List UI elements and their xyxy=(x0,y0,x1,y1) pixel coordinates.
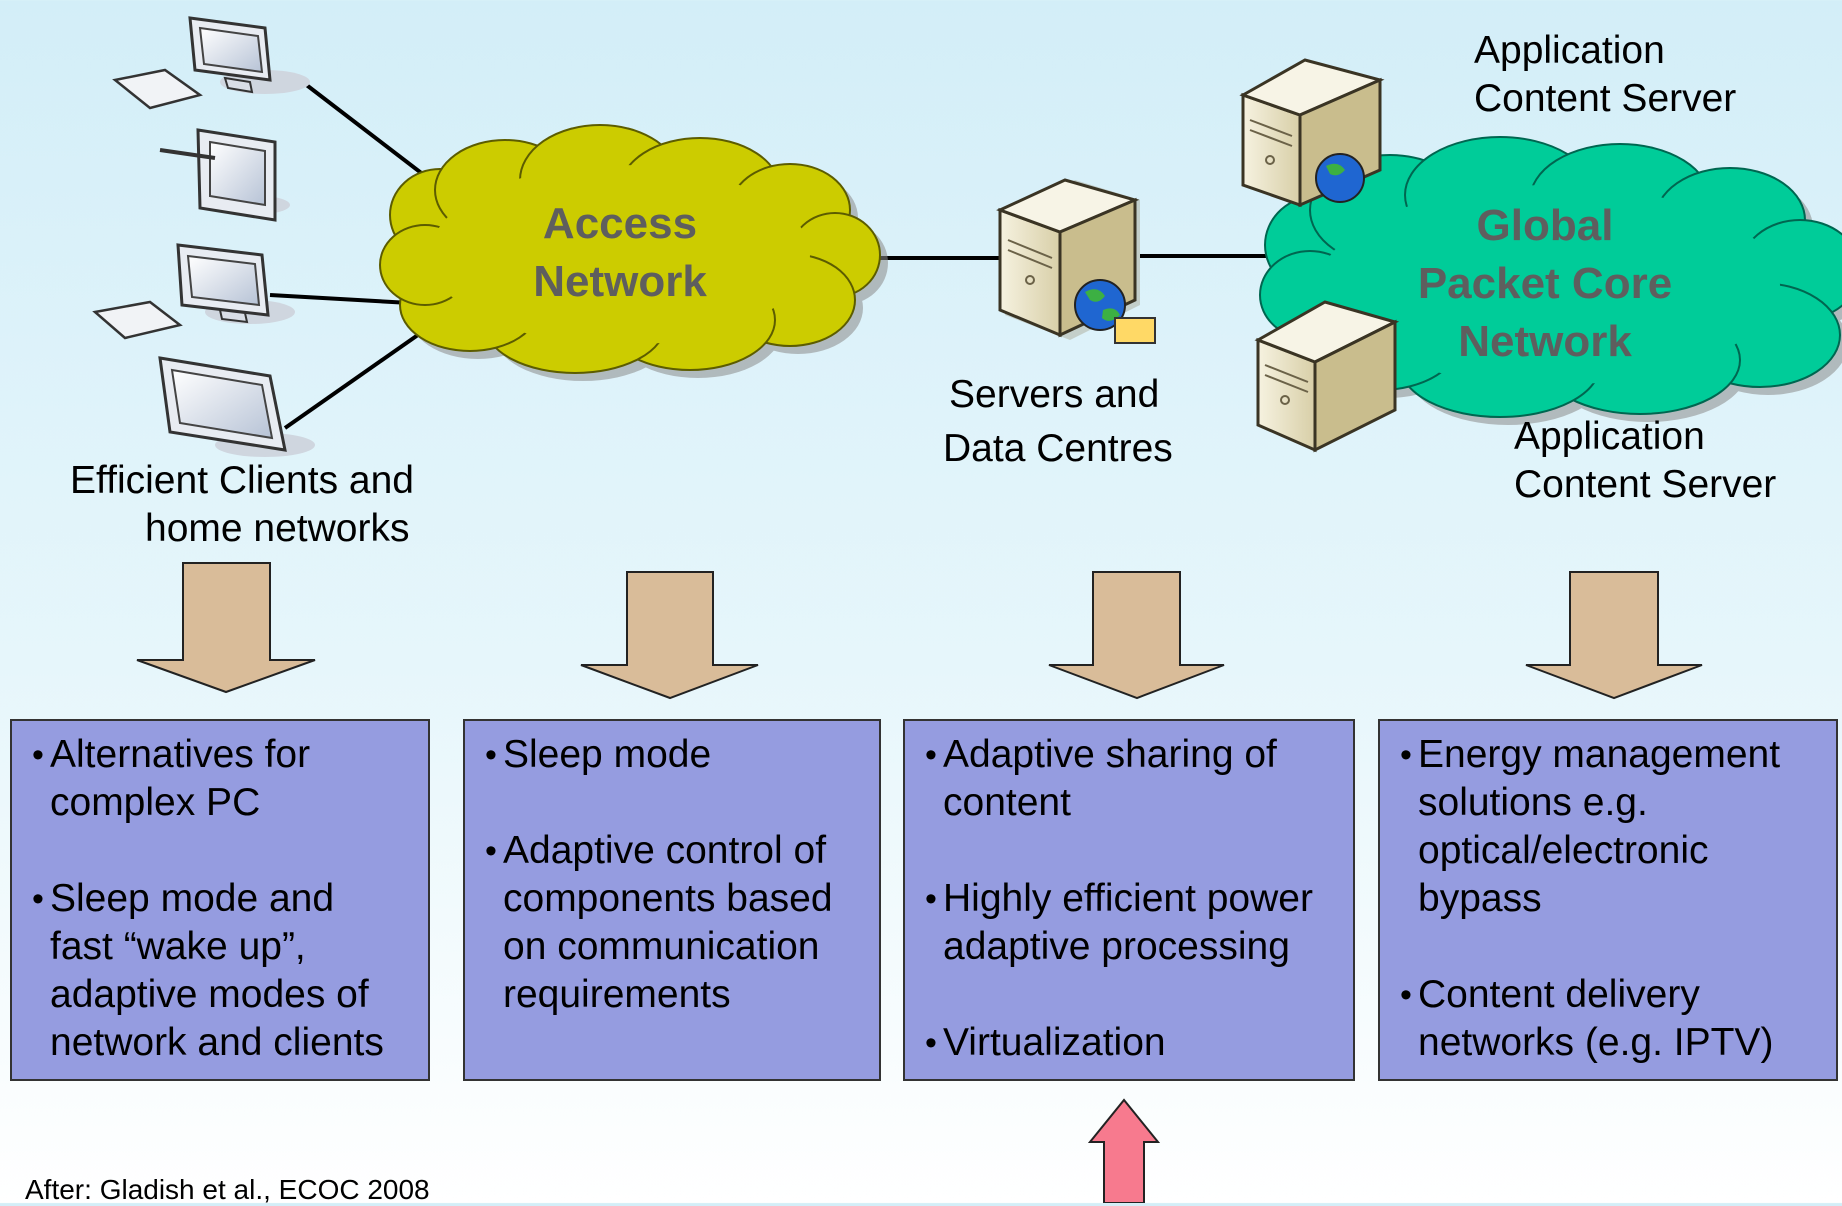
application-server-top-icon xyxy=(1239,58,1385,208)
clients-label-line1: Efficient Clients and xyxy=(70,459,414,502)
box-item-text: Adaptive control of components based on … xyxy=(503,829,833,1016)
app-server-bottom-label-line2: Content Server xyxy=(1514,463,1777,506)
down-arrow-servers xyxy=(1048,571,1225,700)
access-measures-box: •Sleep mode •Adaptive control of compone… xyxy=(463,719,881,1081)
global-core-cloud xyxy=(1259,136,1842,425)
global-core-label-line1: Global xyxy=(1476,201,1614,250)
box-item-text: Content delivery networks (e.g. IPTV) xyxy=(1418,973,1774,1064)
global-core-label-line2: Packet Core xyxy=(1417,259,1673,308)
application-server-bottom-icon xyxy=(1254,300,1400,453)
desktop-computer-icon xyxy=(112,16,310,110)
down-arrow-clients xyxy=(136,562,316,694)
box-item-text: Alternatives for complex PC xyxy=(50,733,311,824)
down-arrow-access xyxy=(580,571,759,700)
server-globe-icon xyxy=(996,178,1156,344)
access-network-label-line2: Network xyxy=(533,257,707,306)
box-item-text: Sleep mode xyxy=(503,733,712,776)
workstation-computer-icon xyxy=(92,243,295,340)
servers-label-line1: Servers and xyxy=(949,373,1160,416)
access-network-cloud xyxy=(379,124,888,381)
box-item: •Energy management solutions e.g. optica… xyxy=(1400,733,1781,920)
box-item-text: Sleep mode and fast “wake up”, adaptive … xyxy=(50,877,384,1064)
box-item: •Highly efficient power adaptive process… xyxy=(925,877,1313,968)
flat-panel-display-icon xyxy=(158,356,315,457)
box-item-text: Energy management solutions e.g. optical… xyxy=(1418,733,1781,920)
box-item: •Sleep mode xyxy=(485,733,712,776)
servers-measures-box: •Adaptive sharing of content •Highly eff… xyxy=(903,719,1355,1081)
global-core-label: Global Packet Core Network xyxy=(1385,197,1705,371)
core-measures-box: •Energy management solutions e.g. optica… xyxy=(1378,719,1838,1081)
box-item: •Sleep mode and fast “wake up”, adaptive… xyxy=(32,877,384,1064)
access-network-label: Access Network xyxy=(510,195,730,311)
box-item-text: Adaptive sharing of content xyxy=(943,733,1277,824)
servers-label-line2: Data Centres xyxy=(943,427,1173,470)
box-item: •Adaptive control of components based on… xyxy=(485,829,833,1016)
box-item: •Alternatives for complex PC xyxy=(32,733,311,824)
box-item: •Virtualization xyxy=(925,1021,1166,1064)
source-credit: After: Gladish et al., ECOC 2008 xyxy=(25,1174,430,1205)
clients-label-line2: home networks xyxy=(145,507,410,550)
app-server-bottom-label-line1: Application xyxy=(1514,415,1705,458)
box-item-text: Highly efficient power adaptive processi… xyxy=(943,877,1313,968)
access-network-label-line1: Access xyxy=(542,199,698,248)
link-client-4 xyxy=(283,328,427,430)
app-server-top-label-line1: Application xyxy=(1474,29,1665,72)
box-item: •Content delivery networks (e.g. IPTV) xyxy=(1400,973,1774,1064)
app-server-top-label-line2: Content Server xyxy=(1474,77,1737,120)
global-core-label-line3: Network xyxy=(1458,317,1632,366)
tablet-pc-icon xyxy=(159,128,290,222)
box-item: •Adaptive sharing of content xyxy=(925,733,1277,824)
box-item-text: Virtualization xyxy=(943,1021,1166,1064)
down-arrow-core xyxy=(1525,571,1703,700)
clients-measures-box: •Alternatives for complex PC •Sleep mode… xyxy=(10,719,430,1081)
up-arrow-highlight xyxy=(1087,1098,1161,1203)
link-client-3 xyxy=(269,293,411,305)
